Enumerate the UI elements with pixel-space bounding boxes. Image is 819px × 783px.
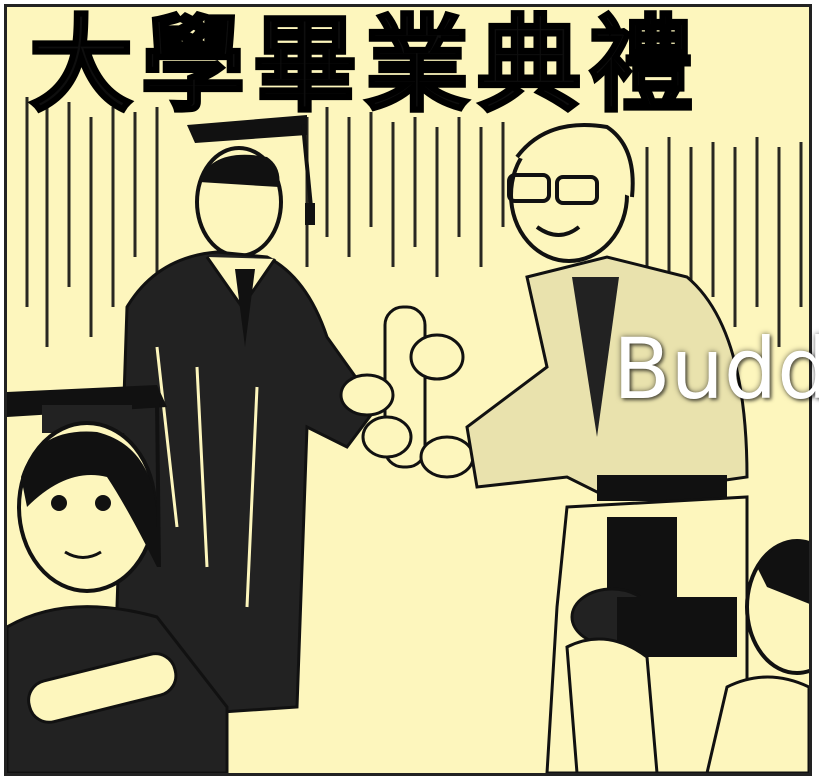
curtain-hatching — [25, 97, 803, 347]
graduation-illustration — [7, 97, 809, 773]
diploma-exchange — [339, 305, 475, 479]
cameraman-figure — [565, 517, 809, 773]
female-graduate-figure — [7, 385, 229, 773]
graduate-figure — [115, 115, 379, 719]
comic-panel: 大學畢業典禮 — [4, 4, 812, 776]
banner-title: 大學畢業典禮 — [27, 4, 702, 126]
overlay-caption: Budd — [613, 320, 819, 418]
